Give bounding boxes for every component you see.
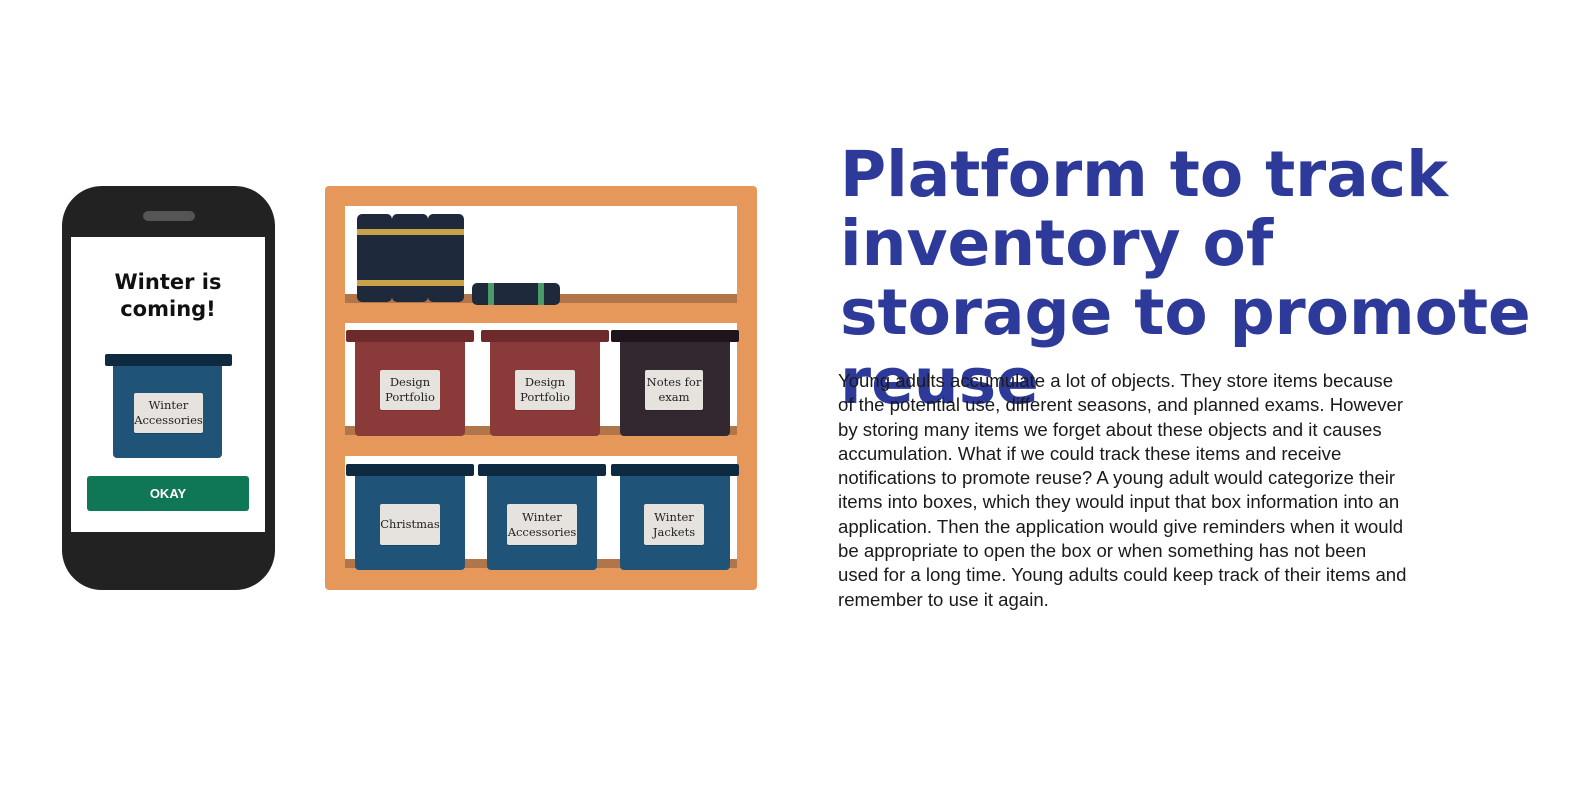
storage-box-design-portfolio: Design Portfolio — [481, 330, 609, 436]
box-label: Winter Accessories — [134, 393, 203, 433]
phone-illustration: Winter is coming! Winter Accessories OKA… — [62, 186, 275, 590]
okay-button[interactable]: OKAY — [87, 476, 249, 511]
box-label: Design Portfolio — [515, 370, 575, 410]
book-icon — [392, 214, 428, 302]
box-label: Winter Accessories — [507, 504, 577, 545]
storage-box-christmas: Christmas — [346, 464, 474, 570]
phone-screen: Winter is coming! Winter Accessories OKA… — [71, 237, 265, 532]
phone-box-icon: Winter Accessories — [105, 354, 232, 458]
book-icon — [357, 214, 392, 302]
page-title: Platform to track inventory of storage t… — [840, 138, 1531, 418]
box-label: Design Portfolio — [380, 370, 440, 410]
phone-notification-title: Winter is coming! — [114, 270, 222, 321]
box-label: Winter Jackets — [644, 504, 704, 545]
storage-box-notes-for-exam: Notes for exam — [611, 330, 739, 436]
storage-box-winter-accessories: Winter Accessories — [478, 464, 606, 570]
box-label: Christmas — [380, 504, 440, 545]
book-icon — [428, 214, 464, 302]
lying-book-icon — [472, 283, 560, 305]
storage-box-winter-jackets: Winter Jackets — [611, 464, 739, 570]
phone-speaker — [143, 211, 195, 221]
storage-box-design-portfolio: Design Portfolio — [346, 330, 474, 436]
description-paragraph: Young adults accumulate a lot of objects… — [838, 370, 1407, 610]
storage-shelf: Design Portfolio Design Portfolio Notes … — [325, 186, 757, 590]
box-label: Notes for exam — [645, 370, 703, 410]
